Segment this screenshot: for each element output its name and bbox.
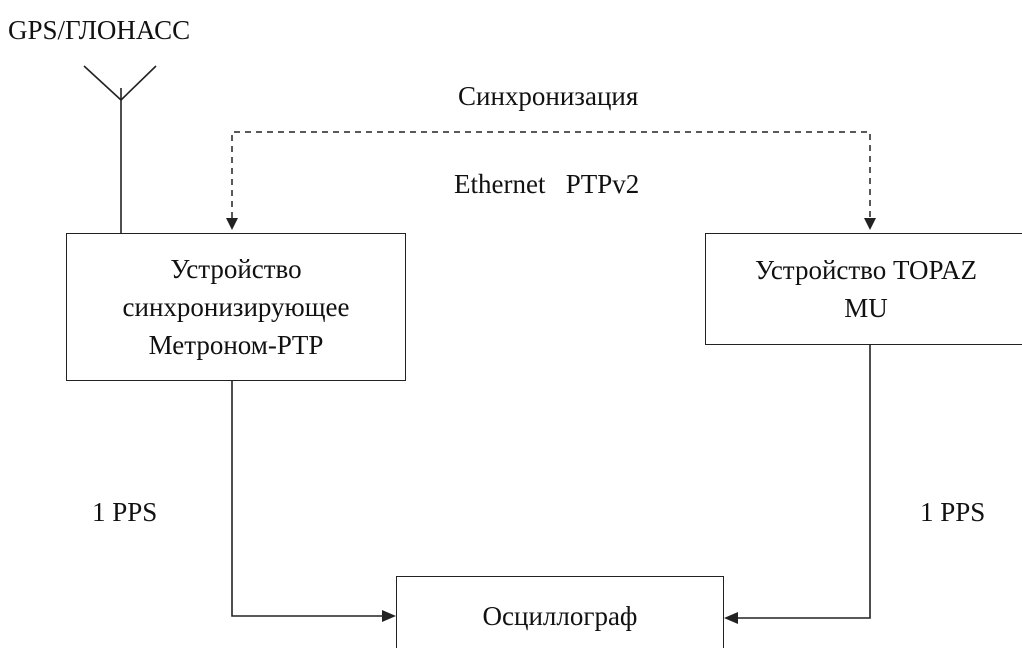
right-pps-label: 1 PPS: [920, 497, 986, 527]
left-pps-connector: [231, 380, 396, 622]
right-pps-connector: [724, 344, 871, 624]
oscilloscope-box: Осциллограф: [396, 576, 724, 648]
metronom-device-box: Устройство синхронизирующее Метроном-PTP: [66, 233, 406, 381]
sync-dashed-connector: [226, 131, 876, 230]
sync-title: Синхронизация: [458, 81, 639, 111]
antenna-label: GPS/ГЛОНАСС: [8, 15, 191, 45]
metronom-line-2: синхронизирующее: [122, 292, 350, 322]
antenna-icon: [83, 65, 157, 233]
metronom-line-1: Устройство: [170, 254, 302, 284]
topaz-line-2: MU: [844, 293, 888, 323]
topaz-device-box: Устройство TOPAZ MU: [705, 233, 1022, 345]
left-pps-label: 1 PPS: [92, 497, 158, 527]
metronom-line-3: Метроном-PTP: [148, 330, 324, 360]
sync-protocol-label: Ethernet PTPv2: [454, 169, 640, 199]
topaz-line-1: Устройство TOPAZ: [754, 255, 978, 285]
oscilloscope-label: Осциллограф: [482, 601, 638, 631]
